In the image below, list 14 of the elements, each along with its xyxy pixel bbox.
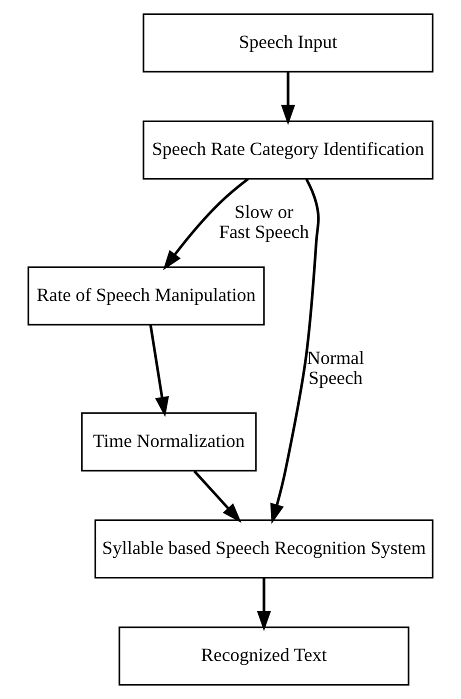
arrow — [270, 178, 320, 524]
arrow — [281, 72, 296, 126]
node-box: Speech Input — [142, 13, 434, 73]
node-box: Rate of Speech Manipulation — [28, 266, 265, 326]
node-box: Speech Rate Category Identification — [142, 120, 434, 180]
edge-label: Slow or Fast Speech — [218, 202, 309, 243]
node-box: Syllable based Speech Recognition System — [94, 519, 434, 579]
arrow — [163, 178, 249, 270]
edge-label: Normal Speech — [306, 348, 364, 389]
arrow — [193, 470, 242, 523]
arrow — [149, 324, 169, 417]
node-box: Time Normalization — [81, 412, 257, 472]
arrow — [256, 578, 271, 632]
node-box: Recognized Text — [118, 626, 410, 686]
